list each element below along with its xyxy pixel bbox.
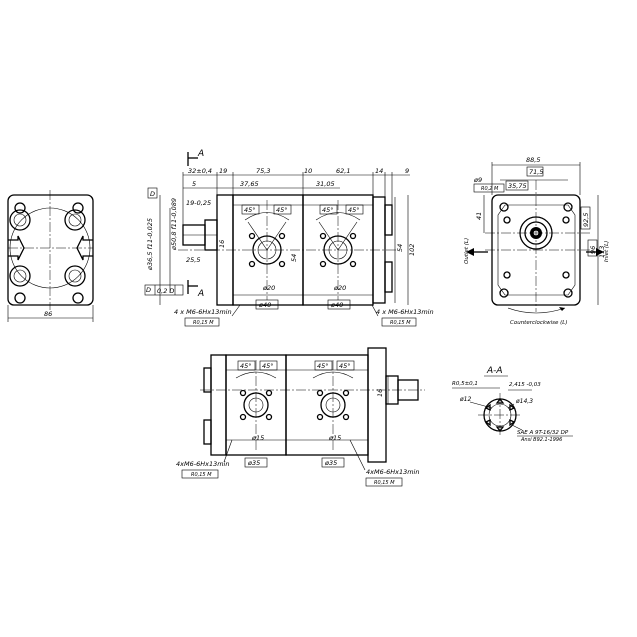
port-left-angle-2: 45° [276,206,288,214]
section-title: A-A [486,366,503,376]
spline-std: Ansi B92.1-1996 [520,437,562,443]
dim-top-6: 14 [375,167,383,175]
dim-71-5: 71,5 [529,168,543,176]
tol-right: R0,15 M [390,320,411,326]
dim-second-1: 5 [192,180,196,188]
dim-flange-dia: ø50,8 f11-0,089 [170,198,178,251]
tol-left: R0,15 M [193,320,214,326]
dim-top-2: 19 [219,167,227,175]
dim-54-mid: 54 [290,254,298,262]
section-dim-12: ø12 [459,396,471,403]
thread-right: 4 x M6-6Hx13min [376,308,434,316]
section-mark-top: A [197,149,204,159]
bottom-port-right [312,360,354,452]
dim-54-right: 54 [396,244,404,252]
port-right-angle-2: 45° [348,206,360,214]
outlet-label: Outlet (L) [464,238,470,264]
dim-second-3: 31,05 [316,180,335,188]
dim-pilot-dia: ø36,5 f11-0,025 [146,218,154,271]
port-right [315,200,361,300]
dim-96: 96 [589,246,597,254]
bottom-dia-35-left: ø35 [247,459,260,467]
dim-r0-2: R0,2 M [481,186,499,192]
bottom-thread-right: 4xM6-6Hx13min [366,468,419,476]
flatness-callout: 0,2 D [157,287,174,295]
bottom-port-left [235,360,277,452]
section-dim-r: R0,5±0,1 [452,381,478,387]
dim-top-5: 62,1 [336,167,350,175]
dim-top-4: 10 [304,167,312,175]
dim-second-2: 37,65 [240,180,259,188]
bottom-side-view: 45° 45° 45° 45° ø15 ø35 ø15 ø35 16 4xM6-… [176,347,425,487]
port-left [244,200,290,300]
top-main-view: A A [144,149,434,327]
dim-shaft-len: 19-0,25 [186,199,211,207]
bottom-tol-right: R0,15 M [374,480,395,486]
section-a-a: A-A R0,5±0,1 2,415 -0,03 ø12 ø14,3 SAE A… [452,366,573,443]
bottom-dia-15-right: ø15 [328,434,341,442]
dim-top-7: 9 [405,167,409,175]
dim-top-1: 32±0,4 [188,167,212,175]
section-mark-bottom: A [197,289,204,299]
bolt-hole [14,202,84,304]
dim-dia-9: ø9 [473,176,482,184]
port-left-dia-inner: ø20 [262,284,275,292]
bolt-hole [499,202,573,298]
section-dim-2-415: 2,415 -0,03 [509,382,541,388]
left-end-view: 86 [7,190,94,322]
port-right-angle-1: 45° [322,206,334,214]
bottom-angle-4: 45° [339,362,351,370]
bottom-dim-16: 16 [376,389,384,397]
dim-88-5: 88,5 [526,156,540,164]
port-right-dia-outer: ø40 [330,301,343,309]
bottom-angle-1: 45° [240,362,252,370]
dim-35-75: 35,75 [508,182,527,190]
dim-113: 113 [598,246,606,258]
thread-left: 4 x M6-6Hx13min [174,308,232,316]
dim-41: 41 [475,212,483,220]
dim-92-5: 92,5 [582,213,590,227]
bottom-angle-2: 45° [262,362,274,370]
dim-102: 102 [408,244,416,256]
dim-top-3: 75,3 [256,167,270,175]
datum-d-label: D [146,286,151,294]
bottom-angle-3: 45° [317,362,329,370]
right-end-view: Counterclockwise (L) Outlet (L) Inlet (L… [464,156,610,326]
datum-d-box: D [150,190,155,198]
dim-16: 16 [218,240,226,248]
port-left-dia-outer: ø40 [258,301,271,309]
port-left-angle-1: 45° [244,206,256,214]
left-width-dim: 86 [44,310,52,318]
inlet-label: Inlet (L) [604,241,610,262]
section-dim-14-3: ø14,3 [515,398,533,405]
spline-spec: SAE A 9T-16/32 DP [517,430,569,436]
port-right-dia-inner: ø20 [333,284,346,292]
bottom-tol-left: R0,15 M [191,472,212,478]
rotation-label: Counterclockwise (L) [510,320,567,326]
bottom-dia-35-right: ø35 [324,459,337,467]
bottom-dia-15-left: ø15 [251,434,264,442]
port-boss [9,209,86,287]
bottom-thread-left: 4xM6-6Hx13min [176,460,229,468]
dim-25-5: 25,5 [186,256,200,264]
